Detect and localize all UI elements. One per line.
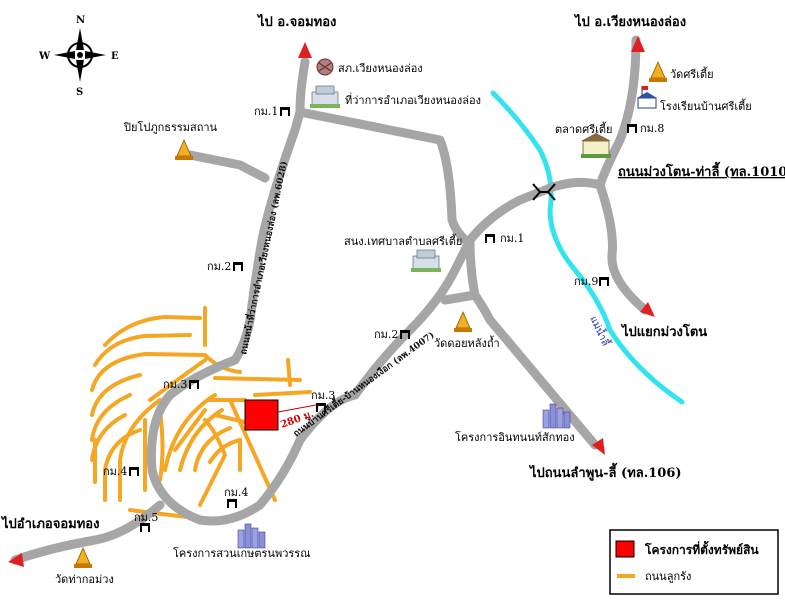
label-road-1010: ถนนม่วงโตน-ท่าลี้ (ทล.1010) [618,161,785,180]
compass-s: S [76,87,83,98]
km-post-icon [485,234,495,243]
km-post-icons [129,107,637,532]
label-municipal-office: สนง.เทศบาลตำบลศรีเตี้ย [344,233,462,248]
label-km2-east: กม.2 [374,328,398,341]
compass-w: W [38,51,51,62]
label-km1-north: กม.1 [254,105,278,118]
label-project-suan-kaset: โครงการสวนเกษตรนพวรรณ [173,546,310,560]
legend-property-label: โครงการที่ตั้งทรัพย์สิน [644,540,759,557]
label-district-office: ที่ว่าการอำเภอเวียงหนองล่อง [345,92,481,107]
label-monastery: ปิยโปภูกธรรมสถาน [123,120,218,134]
label-km9: กม.9 [574,275,598,288]
arrow-muang-khon [640,302,655,317]
label-wat-si-tia: วัดศรีเตี้ย [670,66,714,81]
arrow-lamphun-li [592,438,605,455]
compass-rose-icon: N S E W [38,15,119,98]
label-km8: กม.8 [640,122,664,135]
project-building-icon [237,523,266,549]
property-marker[interactable] [244,399,279,431]
km-post-icon [400,330,410,339]
laterite-road-network [90,306,312,522]
road-6028 [230,57,310,365]
km-post-icon [599,277,609,286]
label-to-chom-thong: ไป อ.จอมทอง [256,13,336,30]
bridge-icon [532,183,556,201]
label-km4-south: กม.4 [224,486,248,499]
km-post-icon [627,124,637,133]
km-post-icon [233,262,243,271]
police-station-icon [316,58,334,76]
km-post-icon [129,467,139,476]
temple-icon [175,139,193,160]
property-distance-line [277,404,317,413]
legend-road-label: ถนนลูกรัง [645,570,691,583]
label-to-chom-thong-district: ไปอำเภอจอมทอง [0,515,99,532]
label-km4-west: กม.4 [103,465,127,478]
label-km5: กม.5 [134,511,158,524]
label-km3-east: กม.3 [311,389,335,402]
temple-icon [74,547,92,568]
compass-e: E [111,51,119,62]
label-to-lamphun-li: ไปถนนลำพูน-ลี้ (ทล.106) [528,462,682,481]
label-wat-tha-kor-muang: วัดท่ากอม่วง [55,573,114,586]
label-km3-west: กม.3 [163,378,187,391]
km-post-icon [316,403,326,412]
temple-icon [649,61,667,82]
legend-property-swatch [615,540,635,558]
temple-icon [454,311,472,332]
label-to-wiang-nong-long: ไป อ.เวียงหนองล่อง [573,13,686,30]
km-post-icon [140,523,150,532]
label-school: โรงเรียนบ้านศรีเตี้ย [660,98,752,113]
km-post-icon [189,380,199,389]
label-project-inthanon: โครงการอินทนนท์สักทอง [455,430,575,444]
li-river [490,90,685,405]
label-police-station: สภ.เวียงหนองล่อง [338,62,423,75]
label-wat-doi-lang-tham: วัดดอยหลังถ้ำ [434,335,500,350]
compass-n: N [76,15,85,26]
direction-arrows [8,36,655,567]
km-post-icon [280,107,290,116]
arrow-west-chom-thong [8,553,24,567]
arrow-north-wiang [631,36,645,52]
municipal-office-icon [411,249,441,272]
km-post-icon [227,499,237,508]
label-to-muang-khon: ไปแยกม่วงโตน [620,323,707,340]
market-icon [581,133,611,158]
label-market: ตลาดศรีเตี้ย [555,121,612,136]
label-road-6028: ถนนหน้าที่ว่าการอำเภอเวียงหนองล่อง (ลพ.6… [236,160,290,356]
project-building-icon [542,403,571,429]
label-km1-east: กม.1 [500,232,524,245]
legend: โครงการที่ตั้งทรัพย์สิน ถนนลูกรัง [609,529,779,595]
label-km2-north: กม.2 [207,260,231,273]
main-road-network [10,35,650,565]
school-icon [637,86,657,109]
arrow-north-chom-thong [298,42,312,58]
label-road-4007: ถนนบ้านศรีเตี้ย-บ้านหนองเงือก (ลพ.4007) [290,328,436,439]
legend-road-swatch [617,574,635,578]
district-office-icon [310,85,340,108]
road-4007 [350,177,605,400]
